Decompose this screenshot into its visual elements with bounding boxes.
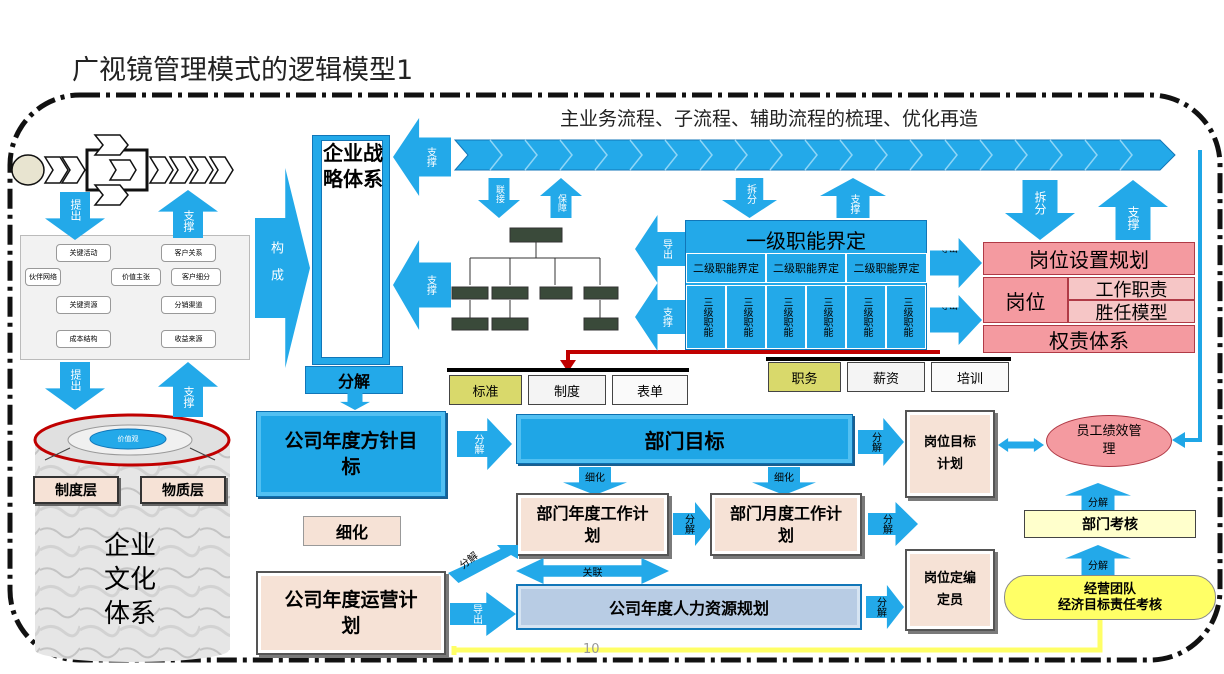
bmc-cell: 伙伴网络 (25, 268, 61, 286)
culture-cylinder (33, 413, 231, 662)
bmc-cell: 关键资源 (56, 296, 111, 314)
competency-box: 胜任模型 (1068, 300, 1195, 324)
tab-form[interactable]: 表单 (612, 375, 688, 405)
org-chart-image (451, 227, 619, 331)
yellow-connector (455, 620, 1103, 653)
tab-system[interactable]: 制度 (528, 375, 606, 405)
tabs-bar-left (447, 368, 689, 372)
tab-training[interactable]: 培训 (931, 362, 1009, 392)
level3-label: 三级职能 (701, 297, 712, 337)
bmc-cell: 客户细分 (171, 268, 221, 286)
left-process-chevrons (11, 134, 234, 206)
post-planning-box: 岗位设置规划 (983, 242, 1195, 275)
core-value-label: 价值观 (117, 435, 139, 443)
bmc-cell: 客户关系 (161, 244, 216, 262)
refine-box: 细化 (303, 516, 401, 546)
tabs-bar-right (766, 357, 1011, 361)
outer-frame (7, 92, 1223, 663)
red-connector (566, 350, 940, 362)
dept-target-box: 部门目标 (516, 414, 853, 464)
tab-salary[interactable]: 薪资 (847, 362, 925, 392)
strategy-label: 企业战略体系 (323, 141, 383, 191)
layer-material: 物质层 (140, 476, 226, 504)
hr-plan-box: 公司年度人力资源规划 (516, 584, 862, 630)
level3-label: 三级职能 (861, 297, 872, 337)
authority-box: 权责体系 (983, 325, 1195, 353)
tab-standard[interactable]: 标准 (449, 375, 522, 405)
annual-ops-box: 公司年度运营计划 (256, 571, 446, 655)
top-flow-label: 主业务流程、子流程、辅助流程的梳理、优化再造 (560, 108, 979, 130)
strategy-box: 企业战略体系 (312, 135, 390, 365)
dept-check-box: 部门考核 (1024, 510, 1196, 538)
layer-institution: 制度层 (33, 476, 119, 504)
annual-target-box: 公司年度方针目标 (256, 411, 446, 497)
level3-label: 三级职能 (901, 297, 912, 337)
tab-position[interactable]: 职务 (768, 362, 841, 392)
duty-box: 工作职责 (1068, 277, 1195, 301)
bmc-cell: 分销渠道 (161, 296, 216, 314)
bmc-cell: 价值主张 (111, 268, 161, 286)
perf-ellipse: 员工绩效管理 (1046, 415, 1172, 467)
dept-monthly-box: 部门月度工作计划 (710, 493, 862, 556)
down-arrow (340, 392, 370, 410)
culture-system-label: 企业 文化 体系 (103, 531, 156, 629)
level3-label: 三级职能 (781, 297, 792, 337)
business-model-canvas: 关键活动 客户关系 伙伴网络 价值主张 客户细分 关键资源 分销渠道 成本结构 … (20, 235, 250, 360)
bmc-cell: 关键活动 (56, 244, 111, 262)
process-chevron-bar (453, 139, 1176, 171)
post-staff-box: 岗位定编定员 (905, 549, 995, 631)
page-number: 10 (583, 642, 600, 657)
level2-label: 二级职能界定 (686, 253, 766, 283)
bmc-cell: 成本结构 (56, 330, 111, 348)
level1-label: 一级职能界定 (746, 228, 866, 253)
double-arrow (998, 438, 1044, 452)
bmc-cell: 收益来源 (161, 330, 216, 348)
dept-annual-box: 部门年度工作计划 (516, 493, 669, 556)
level3-label: 三级职能 (821, 297, 832, 337)
post-target-box: 岗位目标计划 (905, 410, 995, 498)
level2-label: 二级职能界定 (766, 253, 846, 283)
right-connector (1185, 150, 1202, 442)
team-check-box: 经营团队 经济目标责任考核 (1004, 575, 1216, 620)
page-title: 广视镜管理模式的逻辑模型1 (72, 55, 414, 86)
level2-label: 二级职能界定 (846, 253, 927, 283)
functions-block: 一级职能界定 二级职能界定 二级职能界定 二级职能界定 三级职能 三级职能 三级… (685, 220, 927, 350)
post-box: 岗位 (983, 277, 1068, 323)
level3-label: 三级职能 (741, 297, 752, 337)
fenjie-label: 分解 (305, 366, 403, 394)
